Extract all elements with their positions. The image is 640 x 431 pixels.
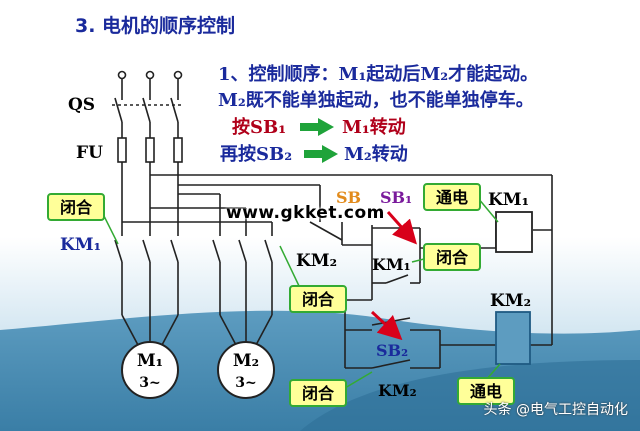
arrow-icon xyxy=(304,145,338,163)
page-title: 3. 电机的顺序控制 xyxy=(75,14,235,37)
km1-aux-label: KM₁ xyxy=(372,255,411,274)
watermark: www.gkket.com xyxy=(226,203,385,223)
badge-energized-km2-text: 通电 xyxy=(470,382,502,401)
km2-coil-label: KM₂ xyxy=(490,291,531,311)
badge-closed-km1-text: 闭合 xyxy=(60,198,93,217)
badge-closed-km2-text: 闭合 xyxy=(302,290,335,309)
badge-closed-km1: 闭合 xyxy=(47,193,119,245)
badge-closed-aux1: 闭合 xyxy=(411,243,481,271)
arrow-icon xyxy=(300,118,334,136)
step1-key: 按SB₁ xyxy=(232,116,286,138)
main-circuit xyxy=(112,70,552,346)
step1-result: M₁转动 xyxy=(342,116,406,138)
km1-main-label: KM₁ xyxy=(60,235,101,255)
sb1-press-arrow xyxy=(386,211,417,245)
badge-closed-aux2-text: 闭合 xyxy=(302,384,335,403)
qs-label: QS xyxy=(68,95,95,115)
desc-line2: M₂既不能单独起动，也不能单独停车。 xyxy=(218,89,534,111)
badge-energized-km1: 通电 xyxy=(423,183,499,223)
sb1-label: SB₁ xyxy=(380,188,412,207)
motor-m1-type: 3~ xyxy=(139,375,160,391)
sb2-label: SB₂ xyxy=(376,341,408,360)
source-credit: 头条 @电气工控自动化 xyxy=(483,402,628,418)
sb-stop-label: SB xyxy=(336,188,361,207)
motor-m2: M₂ 3~ xyxy=(217,341,275,399)
sb2-press-arrow xyxy=(370,310,403,341)
step2-result: M₂转动 xyxy=(344,143,408,165)
badge-closed-aux1-text: 闭合 xyxy=(436,248,469,267)
step2-key: 再按SB₂ xyxy=(220,143,292,165)
km2-main-label: KM₂ xyxy=(296,251,337,271)
motor-m2-type: 3~ xyxy=(235,375,256,391)
desc-line1: 1、控制顺序：M₁起动后M₂才能起动。 xyxy=(218,63,538,85)
badge-energized-km1-text: 通电 xyxy=(436,188,468,207)
badge-closed-aux2: 闭合 xyxy=(289,371,373,407)
km1-coil xyxy=(495,211,533,253)
fu-label: FU xyxy=(76,143,103,163)
km1-coil-label: KM₁ xyxy=(488,190,529,210)
motor-m2-name: M₂ xyxy=(233,351,259,371)
motor-m1: M₁ 3~ xyxy=(121,341,179,399)
km2-coil xyxy=(495,311,531,365)
badge-energized-km2: 通电 xyxy=(457,363,515,405)
km2-aux-label: KM₂ xyxy=(378,381,417,400)
motor-m1-name: M₁ xyxy=(137,351,163,371)
badge-closed-km2: 闭合 xyxy=(279,245,347,313)
